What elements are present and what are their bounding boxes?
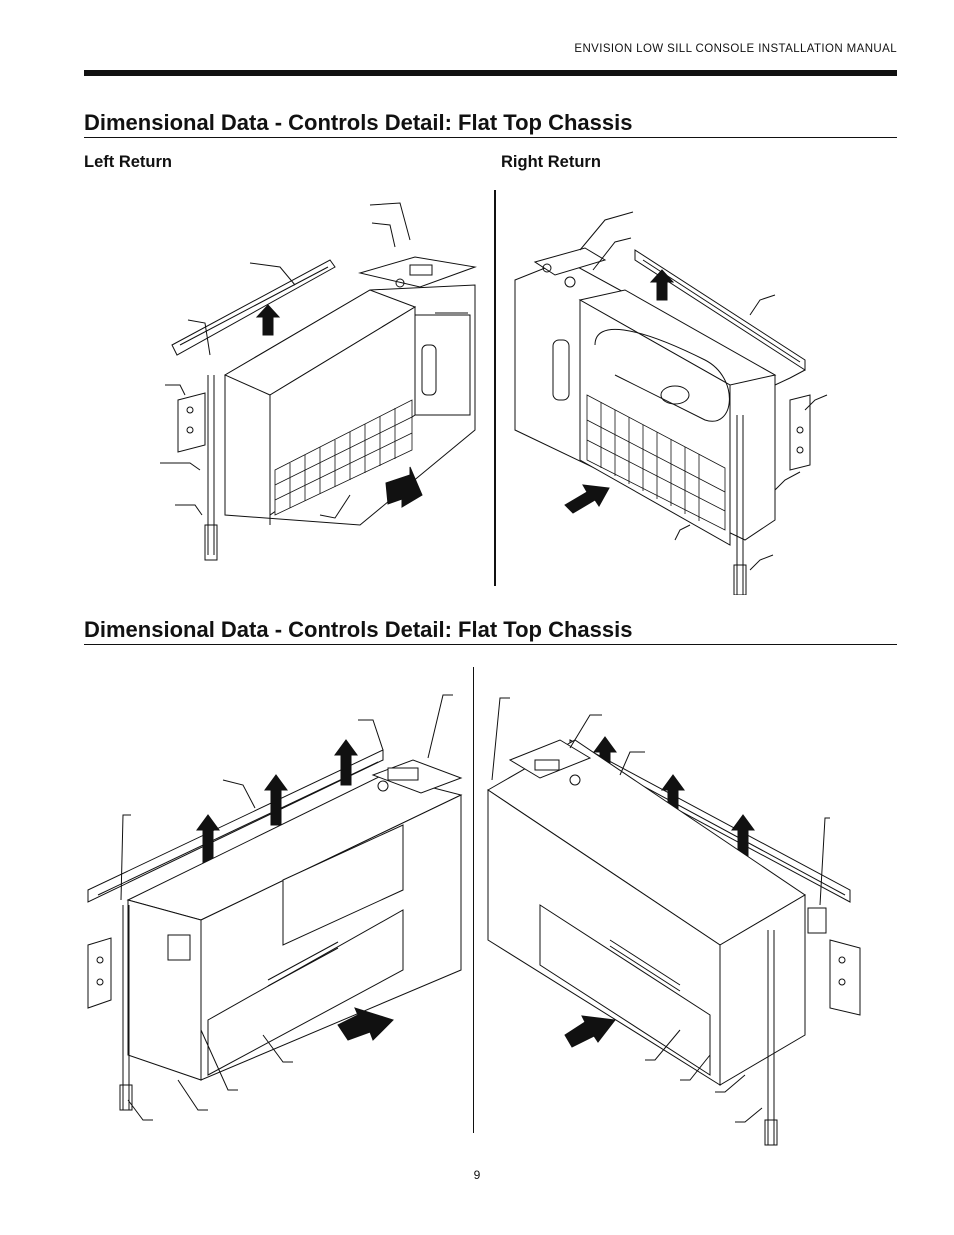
manual-title: ENVISION LOW SILL CONSOLE INSTALLATION M… (574, 43, 897, 55)
bottom-left-drawing (83, 690, 468, 1130)
divider-bottom (473, 667, 474, 1133)
page-number: 9 (473, 1168, 481, 1182)
section-title-top: Dimensional Data - Controls Detail: Flat… (84, 110, 897, 138)
section-title-bottom: Dimensional Data - Controls Detail: Flat… (84, 617, 897, 645)
left-return-drawing (150, 195, 490, 575)
left-return-label: Left Return (84, 153, 172, 171)
divider-top (494, 190, 496, 586)
bottom-right-drawing (480, 690, 870, 1150)
header-rule (84, 70, 897, 76)
right-return-drawing (505, 200, 840, 595)
right-return-label: Right Return (501, 153, 601, 171)
